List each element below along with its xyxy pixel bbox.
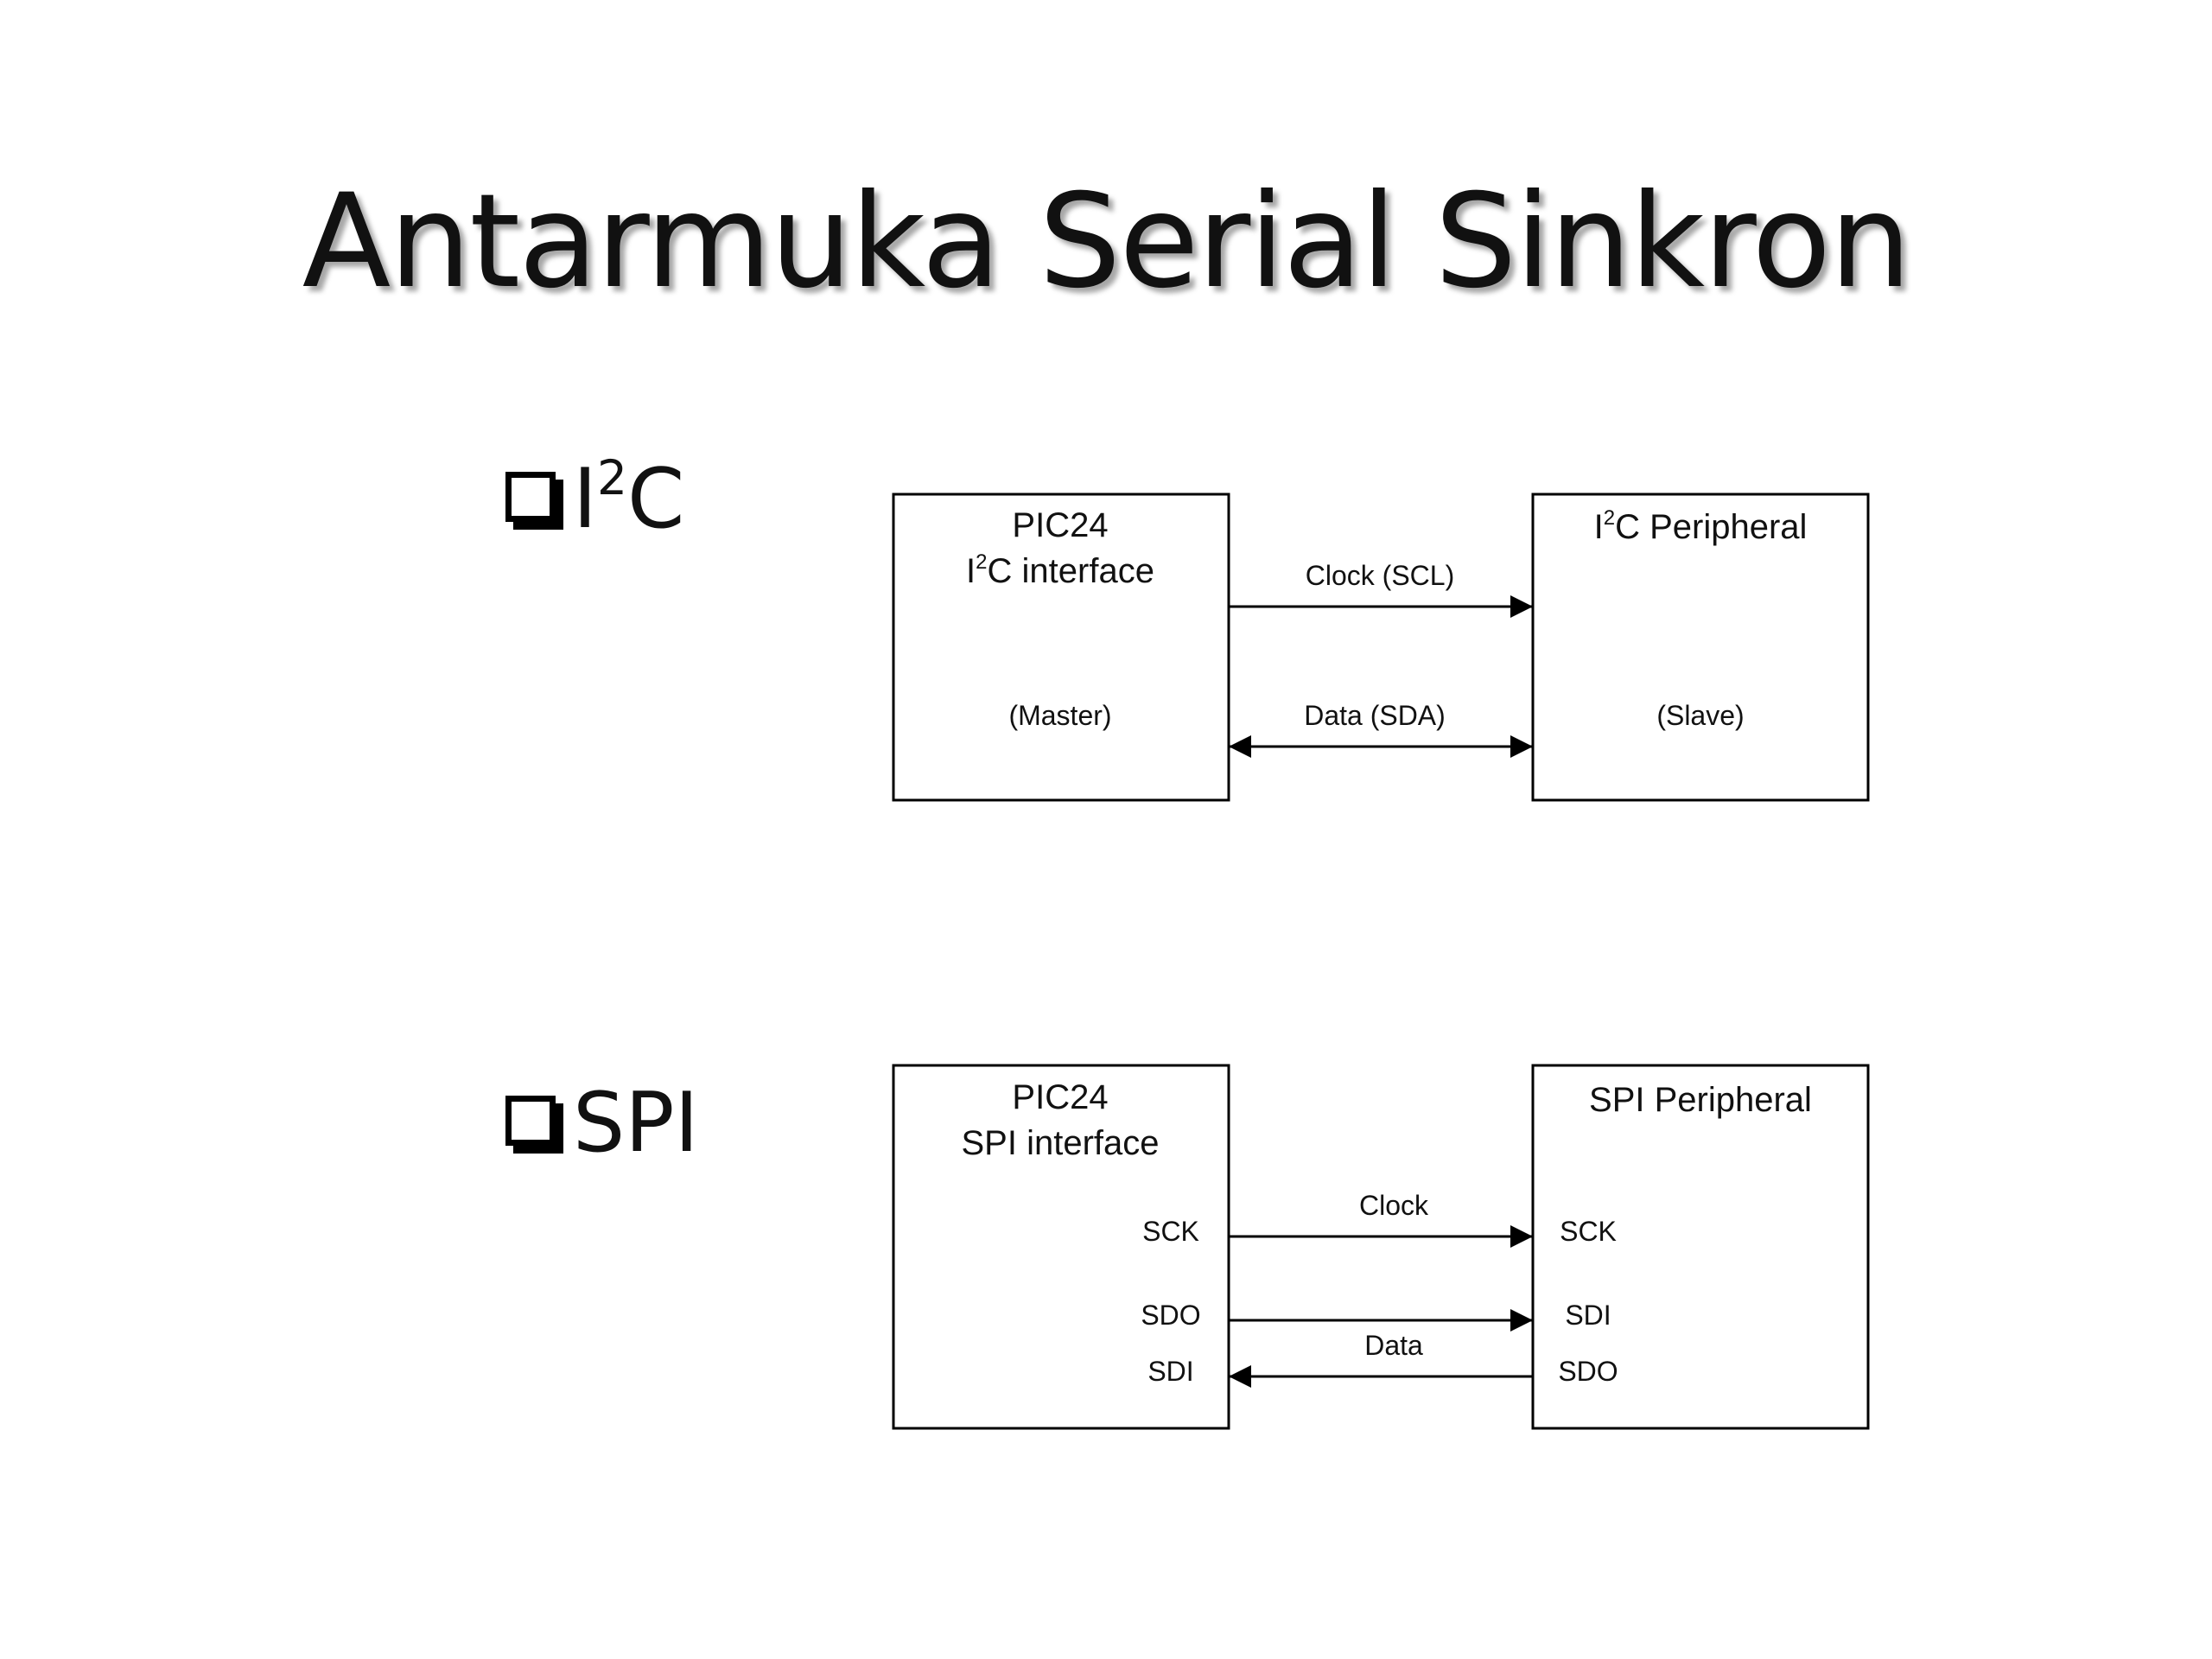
spi-slave-pin-sdi: SDI bbox=[1565, 1300, 1611, 1331]
checkbox-bullet-icon bbox=[505, 1096, 556, 1146]
spi-diagram: PIC24 SPI interface SCK SDO SDI SPI Peri… bbox=[892, 1064, 1870, 1430]
i2c-master-title: PIC24 bbox=[1012, 506, 1108, 544]
i2c-master-role: (Master) bbox=[1008, 700, 1111, 731]
spi-master-pin-sdi: SDI bbox=[1147, 1356, 1193, 1387]
i2c-slave-title: I2C Peripheral bbox=[1594, 506, 1808, 546]
slide-title: Antarmuka Serial Sinkron bbox=[302, 167, 1912, 317]
i2c-clock-label: Clock (SCL) bbox=[1306, 560, 1454, 591]
spi-master-title: PIC24 bbox=[1012, 1078, 1108, 1116]
i2c-master-subtitle: I2C interface bbox=[966, 550, 1154, 590]
spi-slave-pin-sck: SCK bbox=[1560, 1216, 1617, 1247]
i2c-data-label: Data (SDA) bbox=[1304, 700, 1446, 731]
checkbox-bullet-icon bbox=[505, 472, 556, 522]
i2c-master-box bbox=[892, 493, 1230, 802]
spi-master-box bbox=[892, 1064, 1230, 1430]
bullet-i2c: I2C bbox=[505, 450, 685, 547]
i2c-diagram: PIC24 I2C interface (Master) I2C Periphe… bbox=[892, 493, 1870, 802]
spi-slave-title: SPI Peripheral bbox=[1589, 1081, 1812, 1119]
spi-data-label: Data bbox=[1364, 1330, 1423, 1361]
spi-master-pin-sdo: SDO bbox=[1141, 1300, 1200, 1331]
spi-slave-pin-sdo: SDO bbox=[1558, 1356, 1618, 1387]
spi-slave-box bbox=[1531, 1064, 1870, 1430]
bullet-spi-label: SPI bbox=[573, 1076, 699, 1171]
spi-clock-label: Clock bbox=[1359, 1190, 1429, 1221]
spi-master-subtitle: SPI interface bbox=[961, 1124, 1159, 1162]
bullet-spi: SPI bbox=[505, 1080, 699, 1166]
spi-master-pin-sck: SCK bbox=[1142, 1216, 1199, 1247]
bullet-i2c-label: I2C bbox=[573, 450, 685, 547]
i2c-slave-role: (Slave) bbox=[1656, 700, 1744, 731]
i2c-slave-box bbox=[1531, 493, 1870, 802]
